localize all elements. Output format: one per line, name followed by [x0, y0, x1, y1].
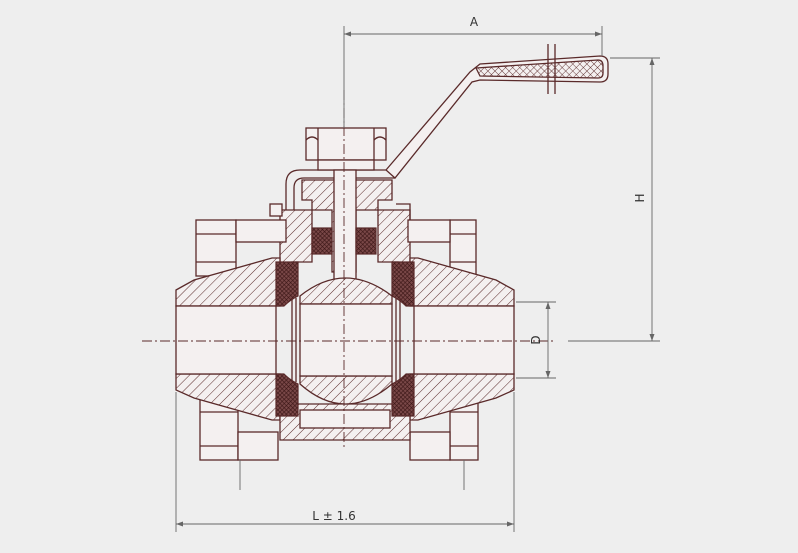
dimension-a-label: A [470, 15, 479, 29]
ball [291, 277, 401, 405]
seats [275, 261, 415, 417]
handle-lever [285, 44, 609, 216]
dimension-l-label: L ± 1.6 [312, 509, 355, 523]
dimension-d-label: D [529, 335, 543, 344]
valve-body [175, 203, 515, 461]
centerlines [142, 90, 556, 448]
dimension-d: D [516, 301, 556, 379]
dimension-h-label: H [633, 193, 647, 202]
dimension-l: L ± 1.6 [175, 392, 515, 532]
dimension-a: A [343, 15, 603, 128]
stem-nut [305, 127, 387, 171]
dimension-h: H [568, 57, 660, 342]
